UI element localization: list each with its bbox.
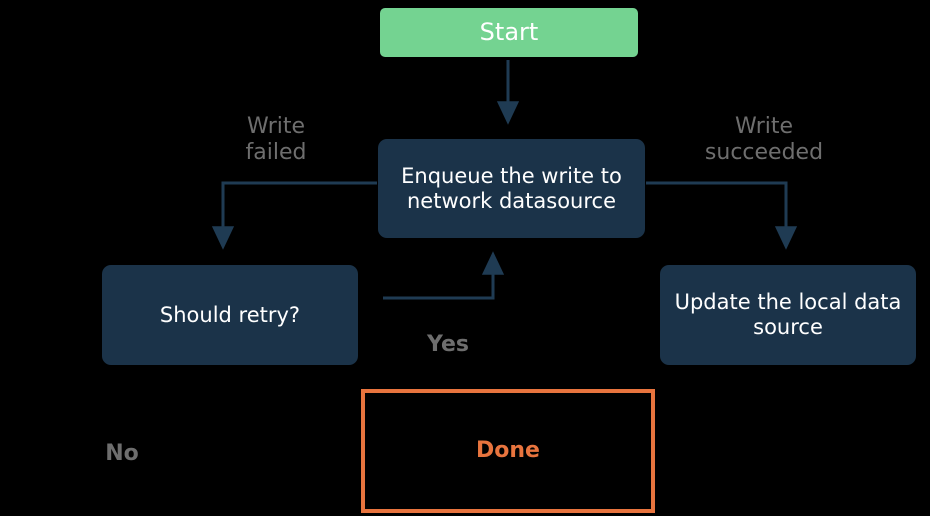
- node-enqueue-label: Enqueue the write to network datasource: [401, 164, 622, 214]
- edge-label-write-failed: Write failed: [196, 114, 356, 167]
- edge-enqueue-to-retry: [211, 181, 377, 250]
- edge-label-write-succeeded-line1: Write: [734, 114, 794, 139]
- node-should-retry-label: Should retry?: [159, 302, 301, 327]
- edge-label-yes: Yes: [427, 332, 469, 357]
- edge-label-write-succeeded-line2: succeeded: [704, 140, 824, 166]
- edge-label-no: No: [105, 441, 139, 466]
- node-update-local-datasource[interactable]: Update the local data source: [660, 265, 916, 365]
- node-done-label: Done: [476, 438, 540, 464]
- node-enqueue-label-line1: Enqueue the write to: [401, 163, 622, 188]
- edge-retry-to-enqueue-yes: [383, 251, 505, 300]
- node-start-label: Start: [479, 18, 539, 47]
- node-update-label: Update the local data source: [675, 290, 902, 340]
- node-should-retry[interactable]: Should retry?: [102, 265, 358, 365]
- edge-label-write-failed-line2: failed: [245, 140, 307, 166]
- edge-label-write-succeeded: Write succeeded: [674, 114, 854, 167]
- edge-enqueue-to-update: [646, 181, 798, 250]
- node-update-label-line1: Update the local data: [674, 290, 902, 315]
- node-enqueue-label-line2: network datasource: [407, 188, 616, 213]
- edge-label-write-failed-line1: Write: [246, 114, 306, 139]
- node-start[interactable]: Start: [380, 8, 638, 57]
- node-update-label-line2: source: [753, 315, 823, 339]
- node-enqueue-write[interactable]: Enqueue the write to network datasource: [378, 139, 645, 238]
- node-done[interactable]: Done: [361, 389, 655, 513]
